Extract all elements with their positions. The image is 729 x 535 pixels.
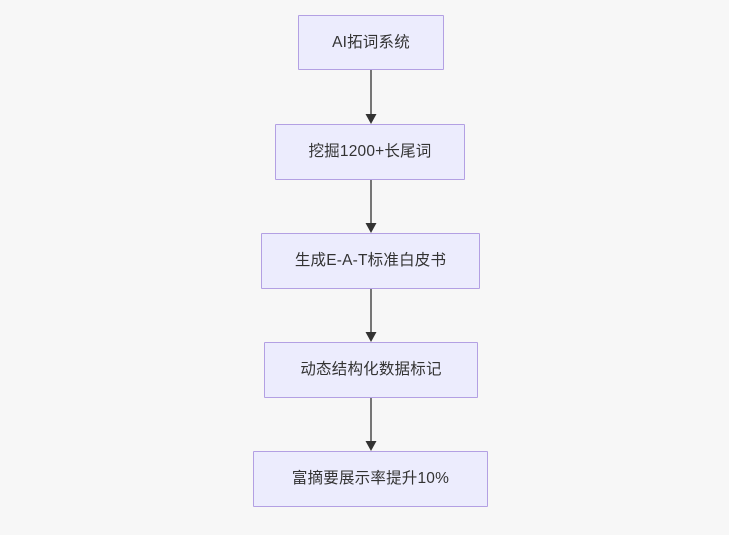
edge-n3-n4	[365, 289, 377, 342]
flowchart-node-ai-keyword-system[interactable]: AI拓词系统	[298, 15, 444, 70]
flowchart-node-label: AI拓词系统	[332, 33, 410, 51]
edge-n1-n2	[365, 70, 377, 124]
flowchart-node-label: 动态结构化数据标记	[300, 361, 442, 379]
flowchart-node-label: 富摘要展示率提升10%	[291, 470, 450, 488]
flowchart-node-mine-longtail-keywords[interactable]: 挖掘1200+长尾词	[275, 124, 465, 180]
edge-n4-n5	[365, 398, 377, 451]
flowchart-node-label: 生成E-A-T标准白皮书	[294, 252, 447, 270]
edge-n2-n3	[365, 180, 377, 233]
flowchart-node-generate-eat-whitepaper[interactable]: 生成E-A-T标准白皮书	[261, 233, 480, 289]
flowchart-node-label: 挖掘1200+长尾词	[308, 143, 432, 161]
flowchart-node-dynamic-structured-data-markup[interactable]: 动态结构化数据标记	[264, 342, 478, 398]
flowchart-node-rich-snippet-impression-lift[interactable]: 富摘要展示率提升10%	[253, 451, 488, 507]
